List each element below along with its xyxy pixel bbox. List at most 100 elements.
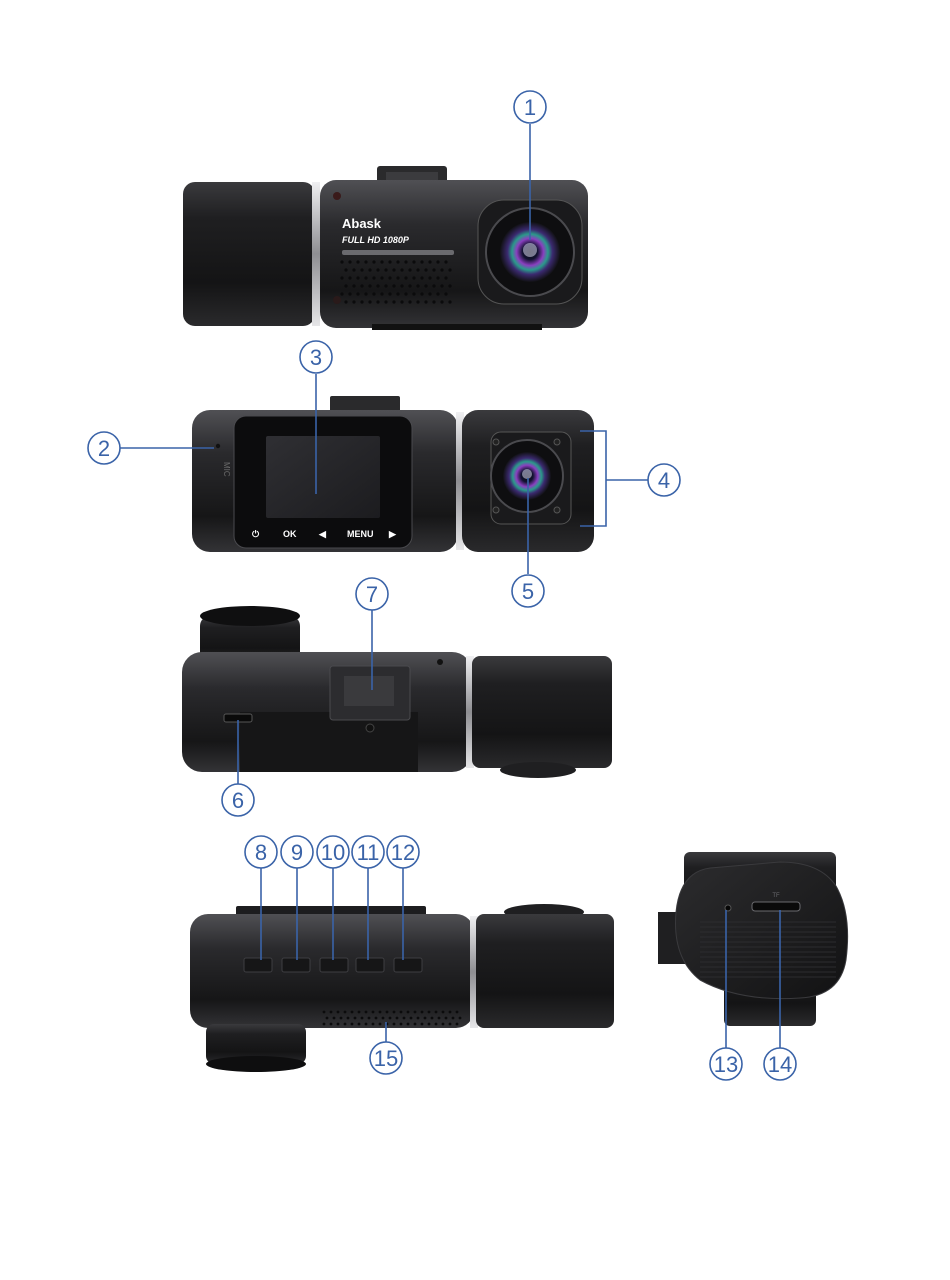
grille-hole (456, 1023, 459, 1026)
side-button-12[interactable] (394, 958, 422, 972)
mic-hole (216, 444, 220, 448)
grille-hole (410, 1017, 413, 1020)
grille-hole (442, 1011, 445, 1014)
grille-hole (435, 1011, 438, 1014)
button-ok[interactable]: OK (283, 529, 297, 539)
end-cap-plate (676, 862, 848, 999)
grille-hole (333, 1017, 336, 1020)
grille-hole (356, 276, 359, 279)
grille-hole (416, 284, 419, 287)
grille-hole (416, 268, 419, 271)
grille-hole (440, 268, 443, 271)
grille-hole (360, 268, 363, 271)
grille-hole (452, 1017, 455, 1020)
callout-9: 9 (281, 836, 313, 868)
grille-hole (416, 300, 419, 303)
grille-hole (404, 276, 407, 279)
grille-hole (428, 1023, 431, 1026)
grille-hole (444, 260, 447, 263)
grille-hole (323, 1023, 326, 1026)
grille-hole (368, 1017, 371, 1020)
grille-hole (424, 300, 427, 303)
grille-hole (393, 1023, 396, 1026)
svg-text:4: 4 (658, 468, 670, 493)
grille-hole (436, 260, 439, 263)
end-cap-view: TF (658, 852, 848, 1026)
side-button-8[interactable] (244, 958, 272, 972)
callout-8: 8 (245, 836, 277, 868)
button-menu[interactable]: MENU (347, 529, 374, 539)
grille-hole (344, 284, 347, 287)
grille-hole (407, 1023, 410, 1026)
button-right[interactable]: ▶ (388, 529, 397, 539)
grille-hole (340, 1017, 343, 1020)
grille-hole (424, 284, 427, 287)
callout-15: 15 (370, 1042, 402, 1074)
model-text: FULL HD 1080P (342, 235, 410, 245)
button-power[interactable]: ⏻ (252, 529, 260, 539)
grille-hole (384, 300, 387, 303)
grille-hole (388, 260, 391, 263)
grille-hole (444, 276, 447, 279)
grille-hole (448, 268, 451, 271)
mic-label: MIC (222, 462, 231, 477)
grille-hole (386, 1011, 389, 1014)
side-button-11[interactable] (356, 958, 384, 972)
grille-hole (376, 284, 379, 287)
grille-hole (323, 1011, 326, 1014)
grille-hole (448, 284, 451, 287)
svg-text:5: 5 (522, 579, 534, 604)
svg-text:2: 2 (98, 436, 110, 461)
grille-hole (388, 292, 391, 295)
grille-hole (344, 1011, 347, 1014)
svg-text:11: 11 (357, 840, 380, 865)
grille-hole (330, 1011, 333, 1014)
grille-hole (432, 300, 435, 303)
grille-hole (403, 1017, 406, 1020)
grille-hole (420, 276, 423, 279)
svg-text:12: 12 (391, 840, 415, 865)
grille-hole (352, 300, 355, 303)
callout-4: 4 (648, 464, 680, 496)
grille-hole (348, 276, 351, 279)
grille-hole (444, 292, 447, 295)
grille-hole (432, 284, 435, 287)
grille-hole (372, 276, 375, 279)
side-button-9[interactable] (282, 958, 310, 972)
grille-hole (424, 1017, 427, 1020)
tf-slot-label: TF (772, 893, 780, 899)
callout-11: 11 (352, 836, 384, 868)
grille-hole (421, 1011, 424, 1014)
grille-hole (365, 1023, 368, 1026)
grille-hole (375, 1017, 378, 1020)
grille-hole (326, 1017, 329, 1020)
bottom-view (190, 904, 614, 1072)
grille-hole (404, 260, 407, 263)
svg-text:3: 3 (310, 345, 322, 370)
grille-hole (392, 300, 395, 303)
side-button-10[interactable] (320, 958, 348, 972)
grille-hole (396, 276, 399, 279)
grille-hole (379, 1011, 382, 1014)
grille-hole (360, 300, 363, 303)
grille-hole (384, 268, 387, 271)
grille-hole (388, 276, 391, 279)
grille-hole (396, 292, 399, 295)
tf-card-slot[interactable] (752, 902, 800, 911)
callout-6: 6 (222, 784, 254, 816)
grille-hole (440, 300, 443, 303)
grille-hole (382, 1017, 385, 1020)
grille-hole (351, 1023, 354, 1026)
grille-hole (412, 260, 415, 263)
grille-hole (400, 1023, 403, 1026)
ir-led (493, 507, 499, 513)
button-left[interactable]: ◀ (318, 529, 327, 539)
grille-hole (340, 260, 343, 263)
side-view (182, 606, 612, 778)
grille-hole (442, 1023, 445, 1026)
grille-hole (408, 268, 411, 271)
callout-1: 1 (514, 91, 546, 123)
grille-hole (389, 1017, 392, 1020)
grille-hole (360, 284, 363, 287)
